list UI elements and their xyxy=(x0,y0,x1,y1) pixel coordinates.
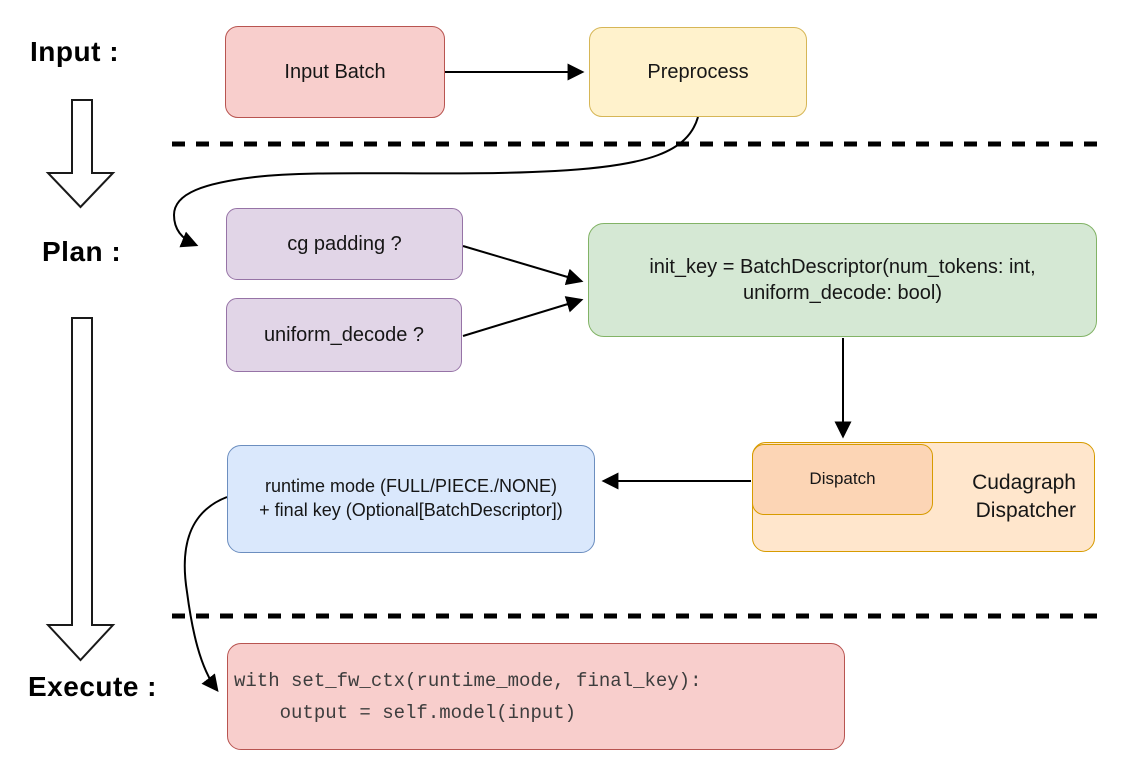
node-cg-padding: cg padding ? xyxy=(226,208,463,280)
node-cudagraph-line2: Dispatcher xyxy=(975,499,1076,522)
stage-label-plan: Plan : xyxy=(42,236,122,267)
node-cudagraph-line1: Cudagraph xyxy=(972,471,1076,495)
stage-label-execute: Execute : xyxy=(28,671,157,702)
execute-code-line1: with set_fw_ctx(runtime_mode, final_key)… xyxy=(234,669,702,692)
node-init-key-line2: uniform_decode: bool) xyxy=(742,282,942,304)
node-runtime-mode-line2: + final key (Optional[BatchDescriptor]) xyxy=(259,500,563,520)
node-uniform-decode-label: uniform_decode ? xyxy=(263,323,425,346)
node-dispatch: Dispatch xyxy=(752,444,933,515)
edge-runtimemode-executecode xyxy=(183,496,228,693)
edge-cgpadding-initkey xyxy=(462,245,584,286)
node-execute-code: with set_fw_ctx(runtime_mode, final_key)… xyxy=(227,643,845,750)
node-preprocess-label: Preprocess xyxy=(647,60,749,83)
down-arrow-icon xyxy=(45,317,116,662)
node-uniform-decode: uniform_decode ? xyxy=(226,298,462,372)
node-init-key: init_key = BatchDescriptor(num_tokens: i… xyxy=(588,223,1097,337)
node-input-batch-label: Input Batch xyxy=(284,60,386,83)
node-init-key-line1: init_key = BatchDescriptor(num_tokens: i… xyxy=(649,255,1036,278)
edge-uniformdecode-initkey xyxy=(462,296,584,337)
node-runtime-mode-line1: runtime mode (FULL/PIECE./NONE) xyxy=(264,476,558,497)
execute-code-line2: output = self.model(input) xyxy=(234,701,577,724)
node-preprocess: Preprocess xyxy=(589,27,807,117)
node-cg-padding-label: cg padding ? xyxy=(287,232,402,255)
node-dispatch-label: Dispatch xyxy=(809,469,876,489)
node-runtime-mode: runtime mode (FULL/PIECE./NONE) + final … xyxy=(227,445,595,553)
stage-label-input: Input : xyxy=(30,36,120,67)
node-input-batch: Input Batch xyxy=(225,26,445,118)
down-arrow-icon xyxy=(45,99,116,209)
